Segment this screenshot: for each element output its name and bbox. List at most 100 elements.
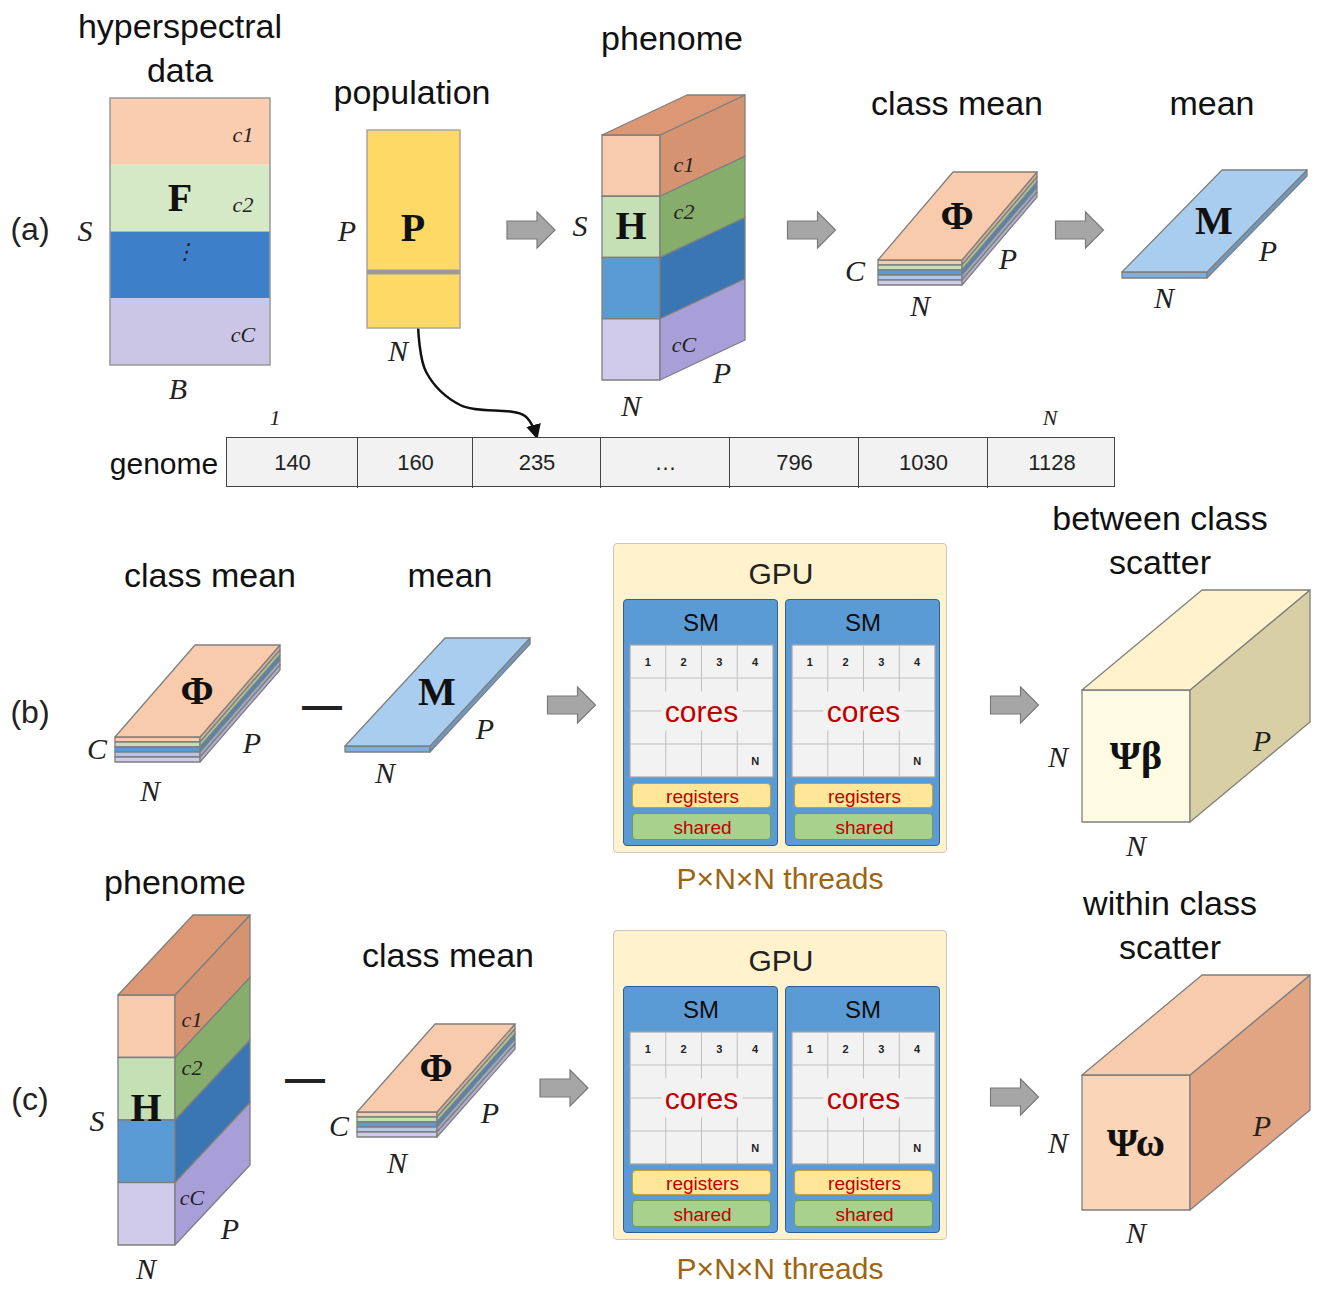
slab-layer [878, 270, 962, 275]
genome-strip: 140160235…79610301128genome [226, 437, 1115, 487]
core-index: 3 [878, 654, 884, 668]
dimension-label: B [169, 369, 187, 408]
dimension-label: C [845, 251, 865, 290]
grid-line [630, 744, 773, 745]
slab-layer [115, 757, 200, 762]
genome-cell: 140 [227, 438, 358, 488]
core-index: 4 [752, 654, 758, 668]
core-grid: 1234coresN [792, 1032, 935, 1164]
memory-label: shared [835, 815, 893, 840]
grid-line [792, 1131, 935, 1132]
core-index: N [913, 1140, 921, 1154]
front-face [602, 196, 660, 257]
selected-row [367, 270, 460, 275]
thread-count: P×N×N threads [677, 1249, 884, 1288]
front-face [1082, 1075, 1190, 1210]
genome-cell: 235 [473, 438, 601, 488]
mean-matrix: meanM [345, 638, 530, 752]
sm-title: SM [845, 607, 881, 638]
heading-label: mean [407, 553, 492, 597]
core-grid: 1234coresN [792, 645, 935, 777]
dimension-label: c2 [233, 191, 254, 220]
scatter-tensor: between class scatterΨβ [1082, 590, 1310, 822]
heading-label: mean [1169, 81, 1254, 125]
dimension-label: N [1048, 1123, 1068, 1162]
core-grid: 1234coresN [630, 645, 773, 777]
matrix-symbol: P [401, 202, 425, 254]
flow-arrow [540, 1070, 588, 1106]
front-face [118, 1183, 175, 1246]
dimension-label: 1 [270, 404, 281, 433]
core-label: cores [823, 692, 904, 731]
panel-label: (a) [10, 209, 49, 251]
register-bar: registers [632, 783, 771, 808]
genome-value: 796 [776, 449, 813, 478]
memory-label: registers [828, 1171, 901, 1196]
matrix-band [110, 165, 270, 232]
matrix-outline [367, 130, 460, 328]
dimension-label: P [481, 1093, 499, 1132]
genome-cell: … [601, 438, 730, 488]
genome-cell: 160 [358, 438, 473, 488]
heading-label: phenome [601, 16, 743, 60]
flow-arrow [991, 687, 1039, 723]
grid-outline [792, 645, 935, 777]
dimension-label: N [1043, 404, 1058, 433]
core-index: N [913, 753, 921, 767]
slab-layer [115, 737, 200, 742]
matrix-symbol: H [615, 200, 646, 252]
heading-label: class mean [362, 933, 534, 977]
slab-layer [878, 260, 962, 265]
shape-outline [1082, 975, 1310, 1210]
dimension-label: N [621, 386, 641, 425]
dimension-label: N [136, 1249, 156, 1288]
memory-label: registers [828, 784, 901, 809]
dimension-label: N [1126, 826, 1146, 865]
core-label: cores [661, 692, 742, 731]
dimension-label: S [78, 211, 93, 250]
front-face [1082, 690, 1190, 822]
minus-sign: — [285, 1052, 325, 1104]
slab-layer [115, 752, 200, 757]
grid-line [792, 744, 935, 745]
scatter-tensor: within class scatterΨω [1082, 975, 1310, 1210]
memory-label: shared [673, 815, 731, 840]
thread-count: P×N×N threads [677, 859, 884, 898]
core-index: 4 [752, 1041, 758, 1055]
slab-layer [878, 265, 962, 270]
slab-layer [357, 1122, 437, 1127]
genome-cell: 796 [730, 438, 859, 488]
matrix-symbol: H [130, 1082, 161, 1134]
gpu-title: GPU [748, 941, 813, 980]
slab-layer [357, 1132, 437, 1137]
core-index: 2 [681, 654, 687, 668]
dimension-label: P [221, 1209, 239, 1248]
memory-label: registers [666, 784, 739, 809]
shared-memory-bar: shared [794, 813, 933, 840]
core-grid: 1234coresN [630, 1032, 773, 1164]
sm-box: 1234coresNregisterssharedSM [785, 599, 940, 846]
heading-label: class mean [124, 553, 296, 597]
dimension-label: C [87, 729, 107, 768]
dimension-label: N [388, 331, 408, 370]
front-face [602, 258, 660, 319]
dimension-label: P [713, 353, 731, 392]
slab-top [345, 638, 530, 746]
dimension-label: P [1253, 1106, 1271, 1145]
slab-layer [357, 1112, 437, 1117]
core-label: cores [661, 1079, 742, 1118]
matrix-band [110, 232, 270, 299]
core-index: 1 [807, 1041, 813, 1055]
panel-label: (b) [10, 692, 49, 734]
matrix-symbol: M [1195, 195, 1233, 247]
front-face [118, 995, 175, 1058]
slab-layer [878, 280, 962, 285]
heading-label: phenome [104, 860, 246, 904]
front-face [602, 319, 660, 380]
dimension-label: N [140, 771, 160, 810]
front-face [602, 135, 660, 196]
slab-layer [357, 1117, 437, 1122]
genome-value: 140 [274, 449, 311, 478]
matrix-symbol: F [168, 172, 192, 224]
register-bar: registers [632, 1170, 771, 1195]
